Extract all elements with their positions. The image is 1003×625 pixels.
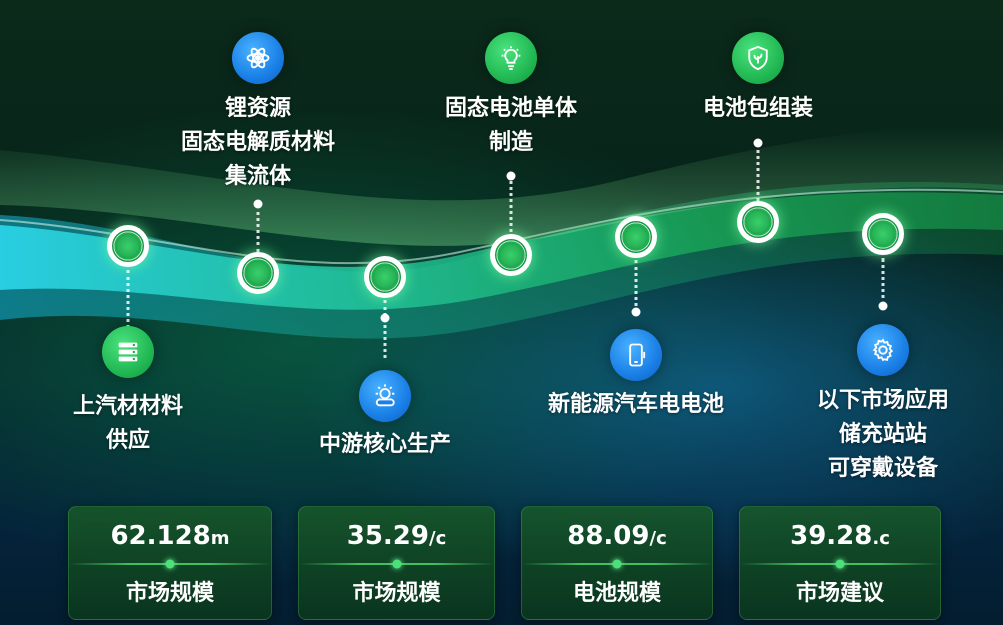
stat-caption: 电池规模 <box>572 581 661 606</box>
connector-1 <box>126 270 130 328</box>
timeline-node-3 <box>364 256 406 298</box>
connector-3 <box>383 300 387 358</box>
stat-card-3: 88.09/c 电池规模 <box>521 506 713 620</box>
connector-5-dot <box>631 307 641 317</box>
stat-number: 35.29 <box>346 521 429 551</box>
stage-label-5: 新能源汽车电电池 <box>548 388 724 422</box>
connector-7-dot <box>878 301 888 311</box>
stage-label-3-line-1: 中游核心生产 <box>318 432 452 457</box>
connector-2 <box>256 205 260 252</box>
stat-card-1: 62.128m 市场规模 <box>68 506 272 620</box>
timeline-node-5 <box>615 216 657 258</box>
stage-label-2-line-1: 锂资源 <box>224 96 292 121</box>
stat-caption: 市场建议 <box>795 581 884 606</box>
connector-4-dot <box>506 171 516 181</box>
stat-caption: 市场规模 <box>352 581 441 606</box>
stage-label-6: 电池包组装 <box>703 92 813 126</box>
stat-card-4: 39.28.c 市场建议 <box>739 506 941 620</box>
stat-bullet <box>165 559 175 569</box>
stage-label-1-line-1: 上汽材材料 <box>72 394 184 419</box>
stage-label-7-line-2: 储充站站 <box>838 422 928 447</box>
stat-caption: 市场规模 <box>125 581 214 606</box>
stat-number: 62.128 <box>110 521 211 551</box>
stat-unit: m <box>210 528 230 549</box>
timeline-node-7 <box>862 213 904 255</box>
stat-value: 39.28.c <box>740 521 940 551</box>
atom-icon <box>232 32 284 84</box>
sun-cloud-icon <box>359 370 411 422</box>
connector-6-dot <box>753 138 763 148</box>
stat-bullet <box>612 559 622 569</box>
connector-5 <box>634 260 638 312</box>
stat-bullet <box>392 559 401 569</box>
connector-3-dot <box>380 313 390 323</box>
timeline-node-6 <box>737 201 779 243</box>
timeline-node-4 <box>490 234 532 276</box>
stage-label-7-line-1: 以下市场应用 <box>816 388 950 413</box>
connector-4 <box>509 176 513 232</box>
stage-label-5-line-1: 新能源汽车电电池 <box>547 392 725 417</box>
stat-unit: /c <box>429 528 447 549</box>
stage-label-1-line-2: 供应 <box>105 428 151 453</box>
stat-number: 88.09 <box>567 521 650 551</box>
stage-label-6-line-1: 电池包组装 <box>702 96 814 121</box>
stage-label-4-line-2: 制造 <box>488 130 534 155</box>
connector-7 <box>881 258 885 306</box>
stage-label-2-line-2: 固态电解质材料 <box>180 130 336 155</box>
connector-6 <box>756 143 760 201</box>
stat-bullet <box>835 559 845 569</box>
stage-label-4: 固态电池单体 制造 <box>445 92 577 160</box>
stage-label-2: 锂资源 固态电解质材料 集流体 <box>181 92 335 194</box>
stat-value: 35.29/c <box>299 521 494 551</box>
stat-card-2: 35.29/c 市场规模 <box>298 506 495 620</box>
stat-unit: .c <box>872 528 890 549</box>
stage-label-4-line-1: 固态电池单体 <box>444 96 578 121</box>
timeline-node-1 <box>107 225 149 267</box>
stat-value: 62.128m <box>69 521 271 551</box>
stage-label-3: 中游核心生产 <box>319 428 451 462</box>
stat-value: 88.09/c <box>522 521 712 551</box>
connector-2-dot <box>253 199 263 209</box>
gear-icon <box>857 324 909 376</box>
lightbulb-icon <box>485 32 537 84</box>
stat-unit: /c <box>649 528 667 549</box>
phone-battery-icon <box>610 329 662 381</box>
stat-number: 39.28 <box>790 521 873 551</box>
stage-label-2-line-3: 集流体 <box>224 164 292 189</box>
stage-label-7: 以下市场应用 储充站站 可穿戴设备 <box>817 384 949 486</box>
timeline-node-2 <box>237 252 279 294</box>
stage-label-7-line-3: 可穿戴设备 <box>827 456 939 481</box>
server-rack-icon <box>102 326 154 378</box>
stage-label-1: 上汽材材料 供应 <box>73 390 183 458</box>
shield-leaf-icon <box>732 32 784 84</box>
